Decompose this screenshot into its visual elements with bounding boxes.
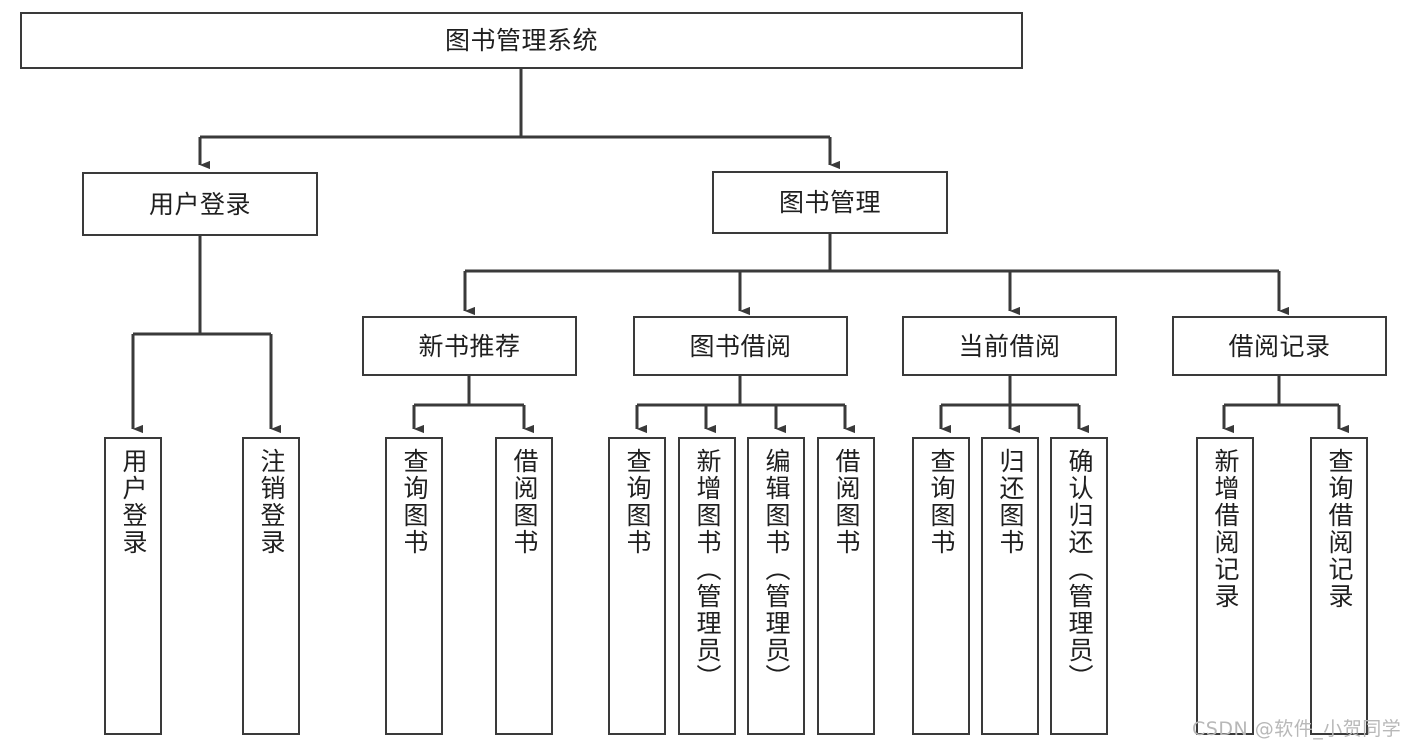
leaf-current-query-book[interactable]: 查询图书 xyxy=(912,437,970,735)
leaf-new-book-query[interactable]: 查询图书 xyxy=(385,437,443,735)
node-book-borrow[interactable]: 图书借阅 xyxy=(633,316,848,376)
leaf-label: 注销登录 xyxy=(257,448,286,556)
leaf-current-confirm-return[interactable]: 确认归还（管理员） xyxy=(1050,437,1108,735)
leaf-label: 查询图书 xyxy=(623,448,652,556)
leaf-label: 归还图书 xyxy=(996,448,1025,556)
node-user-login[interactable]: 用户登录 xyxy=(82,172,318,236)
leaf-label: 编辑图书（管理员） xyxy=(762,448,791,691)
node-borrow-record-label: 借阅记录 xyxy=(1228,331,1331,361)
leaf-label: 新增借阅记录 xyxy=(1211,448,1240,610)
leaf-label: 确认归还（管理员） xyxy=(1065,448,1094,691)
leaf-record-query[interactable]: 查询借阅记录 xyxy=(1310,437,1368,735)
leaf-user-login-login[interactable]: 用户登录 xyxy=(104,437,162,735)
leaf-borrow-add-book[interactable]: 新增图书（管理员） xyxy=(678,437,736,735)
node-book-borrow-label: 图书借阅 xyxy=(689,331,792,361)
leaf-label: 新增图书（管理员） xyxy=(693,448,722,691)
leaf-borrow-edit-book[interactable]: 编辑图书（管理员） xyxy=(747,437,805,735)
leaf-current-return-book[interactable]: 归还图书 xyxy=(981,437,1039,735)
leaf-label: 借阅图书 xyxy=(832,448,861,556)
leaf-label: 查询图书 xyxy=(927,448,956,556)
leaf-new-book-borrow[interactable]: 借阅图书 xyxy=(495,437,553,735)
leaf-label: 用户登录 xyxy=(119,448,148,556)
watermark-text: CSDN @软件_小贺同学 xyxy=(1192,718,1402,740)
leaf-record-add[interactable]: 新增借阅记录 xyxy=(1196,437,1254,735)
node-user-login-label: 用户登录 xyxy=(148,189,251,219)
node-new-book-recommend-label: 新书推荐 xyxy=(418,331,521,361)
node-current-borrow[interactable]: 当前借阅 xyxy=(902,316,1117,376)
node-current-borrow-label: 当前借阅 xyxy=(958,331,1061,361)
leaf-borrow-borrow-book[interactable]: 借阅图书 xyxy=(817,437,875,735)
node-root-label: 图书管理系统 xyxy=(444,26,598,55)
node-book-management[interactable]: 图书管理 xyxy=(712,171,948,234)
node-borrow-record[interactable]: 借阅记录 xyxy=(1172,316,1387,376)
node-root[interactable]: 图书管理系统 xyxy=(20,12,1023,69)
node-book-management-label: 图书管理 xyxy=(778,188,881,217)
leaf-label: 查询借阅记录 xyxy=(1325,448,1354,610)
leaf-borrow-query-book[interactable]: 查询图书 xyxy=(608,437,666,735)
leaf-label: 借阅图书 xyxy=(510,448,539,556)
node-new-book-recommend[interactable]: 新书推荐 xyxy=(362,316,577,376)
leaf-label: 查询图书 xyxy=(400,448,429,556)
leaf-user-login-logout[interactable]: 注销登录 xyxy=(242,437,300,735)
